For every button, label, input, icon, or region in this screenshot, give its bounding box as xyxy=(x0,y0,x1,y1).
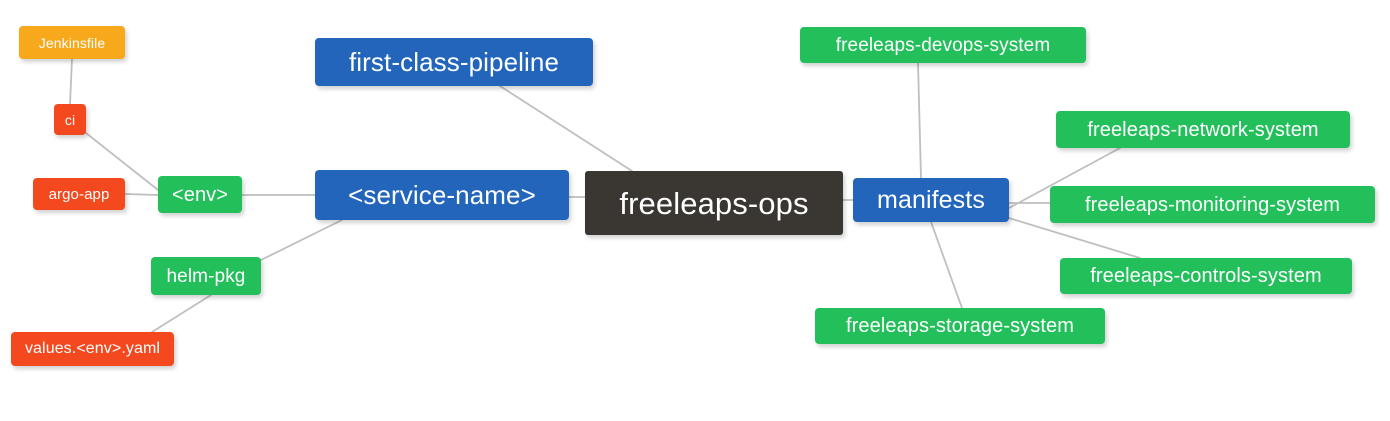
node-freeleaps-devops-system[interactable]: freeleaps-devops-system xyxy=(800,27,1086,63)
edge-manifests-to-freeleaps-controls-system xyxy=(1008,217,1141,259)
node-env[interactable]: <env> xyxy=(158,176,242,213)
node-freeleaps-monitoring-system[interactable]: freeleaps-monitoring-system xyxy=(1050,186,1375,223)
edge-argo-app-to-env xyxy=(124,193,159,196)
node-freeleaps-ops[interactable]: freeleaps-ops xyxy=(585,171,843,235)
node-jenkinsfile[interactable]: Jenkinsfile xyxy=(19,26,125,59)
node-freeleaps-network-system[interactable]: freeleaps-network-system xyxy=(1056,111,1350,148)
node-freeleaps-controls-system[interactable]: freeleaps-controls-system xyxy=(1060,258,1352,294)
edge-helm-pkg-to-service-name xyxy=(260,219,343,261)
node-values-env-yaml[interactable]: values.<env>.yaml xyxy=(11,332,174,366)
node-freeleaps-storage-system[interactable]: freeleaps-storage-system xyxy=(815,308,1105,344)
node-argo-app[interactable]: argo-app xyxy=(33,178,125,210)
node-first-class-pipeline[interactable]: first-class-pipeline xyxy=(315,38,593,86)
node-ci[interactable]: ci xyxy=(54,104,86,135)
node-service-name[interactable]: <service-name> xyxy=(315,170,569,220)
edge-values-env-yaml-to-helm-pkg xyxy=(151,294,212,333)
edge-first-class-pipeline-to-freeleaps-ops xyxy=(499,85,633,172)
node-helm-pkg[interactable]: helm-pkg xyxy=(151,257,261,295)
edge-jenkinsfile-to-ci xyxy=(69,58,73,105)
edge-manifests-to-freeleaps-devops-system xyxy=(917,62,922,179)
edge-manifests-to-freeleaps-storage-system xyxy=(930,221,963,309)
node-manifests[interactable]: manifests xyxy=(853,178,1009,222)
